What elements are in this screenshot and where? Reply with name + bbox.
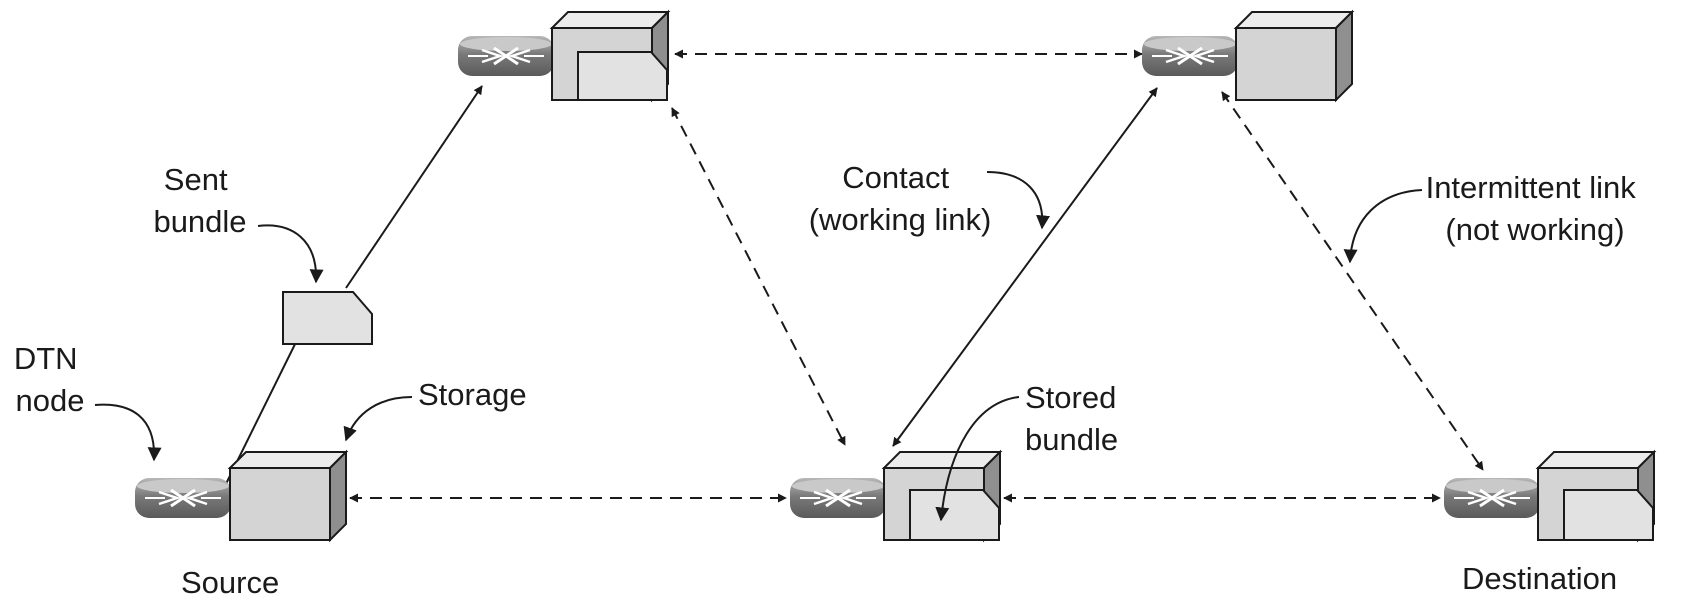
links: [218, 49, 1484, 503]
router-icon: [1140, 34, 1240, 78]
link-bundle-top-left: [345, 85, 483, 289]
router-icon: [788, 476, 888, 520]
source-caption: Source: [181, 565, 279, 599]
dtn-node-source: Source: [133, 451, 347, 599]
label-contact: Contact (working link): [809, 160, 992, 237]
label-stored-bundle: Stored bundle: [1025, 380, 1125, 457]
sent-bundle-icon: [282, 291, 373, 345]
callout-sent-bundle: [257, 224, 324, 284]
callout-storage: [343, 396, 413, 442]
dtn-node-top-left: [456, 11, 669, 101]
router-icon: [456, 34, 556, 78]
storage-icon: [229, 451, 347, 541]
link-contact-working: [892, 87, 1158, 447]
link-top-right-destination: [1221, 91, 1484, 471]
dtn-node-middle: [788, 451, 1001, 541]
callouts: [94, 171, 1423, 522]
storage-icon: [1235, 11, 1353, 101]
callout-intermittent: [1343, 189, 1423, 264]
label-storage: Storage: [418, 377, 527, 412]
dtn-node-destination: Destination: [1442, 451, 1655, 596]
callout-stored-bundle: [935, 396, 1020, 522]
bundle-icon: [1563, 489, 1654, 541]
destination-caption: Destination: [1462, 561, 1617, 596]
router-icon: [133, 476, 233, 520]
label-intermittent: Intermittent link (not working): [1426, 170, 1645, 247]
stored-bundle-icon: [909, 489, 1000, 541]
link-top-left-middle: [671, 107, 846, 446]
label-dtn-node: DTN node: [14, 341, 86, 418]
label-sent-bundle: Sent bundle: [153, 162, 246, 239]
router-icon: [1442, 476, 1542, 520]
callout-dtn-node: [94, 403, 162, 462]
dtn-node-top-right: [1140, 11, 1353, 101]
bundle-icon: [577, 51, 668, 101]
callout-contact: [986, 171, 1051, 230]
